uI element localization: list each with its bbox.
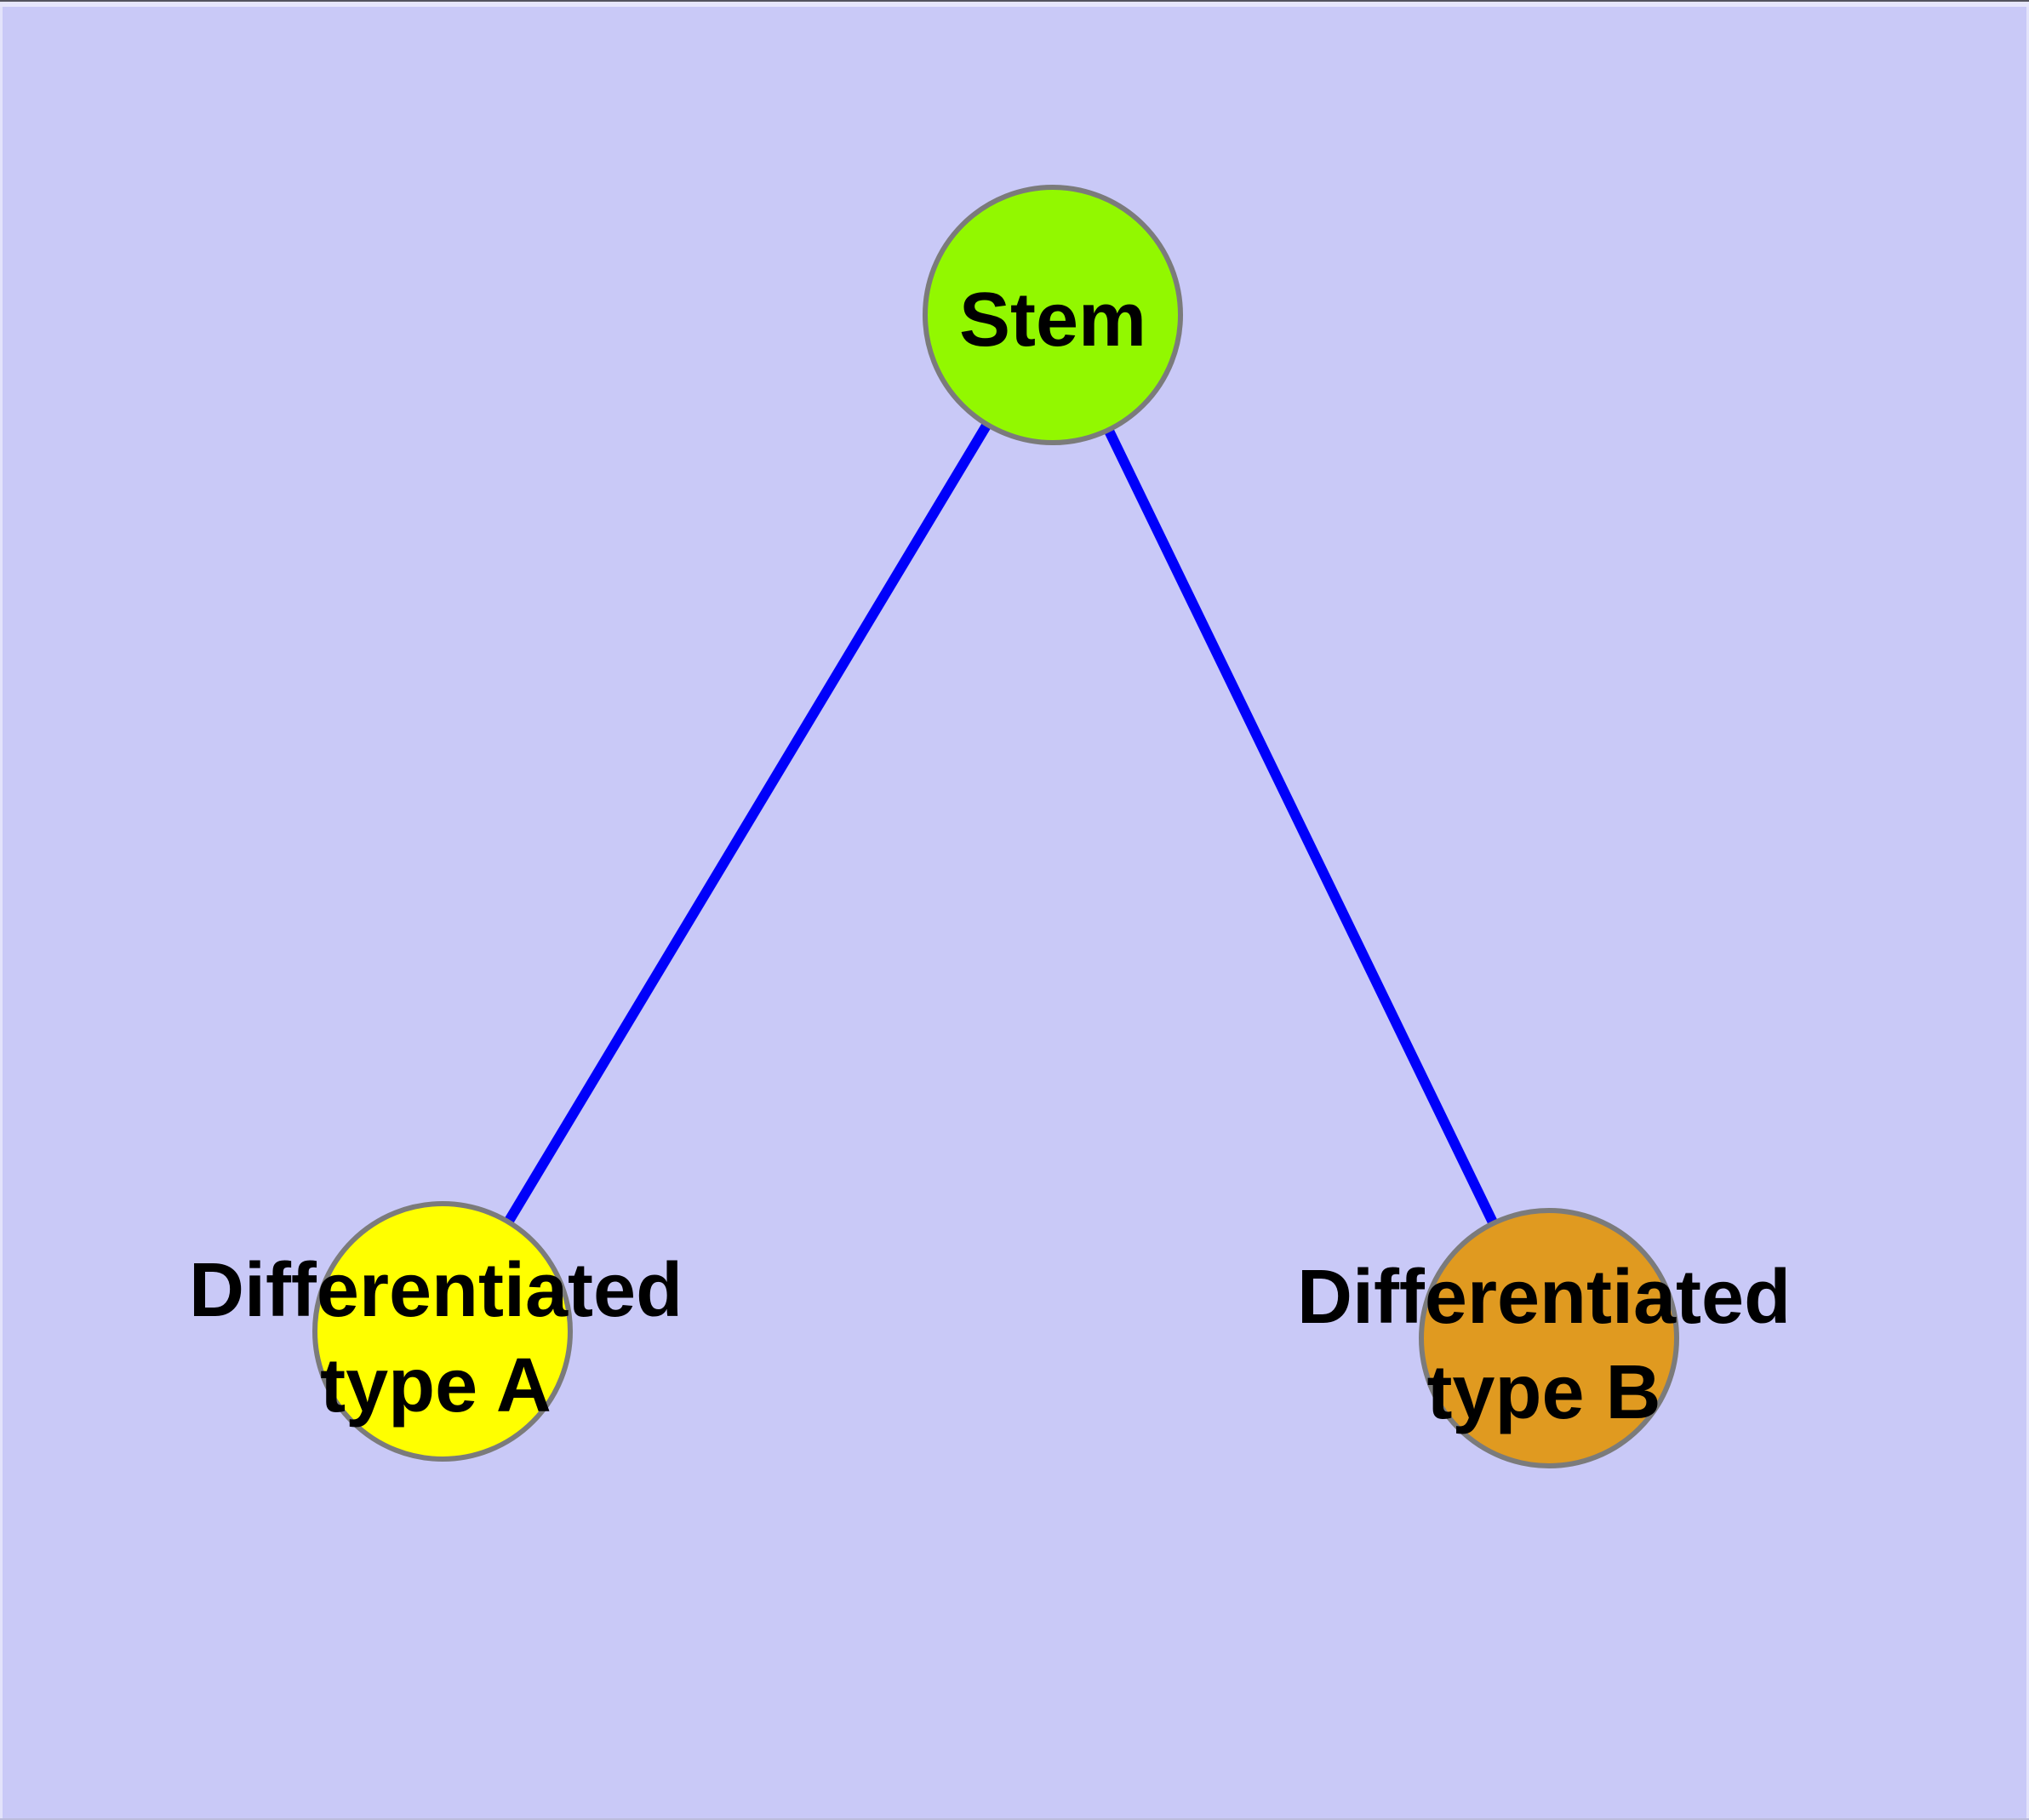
edge-stem-to-type-b [1048, 312, 1554, 1341]
canvas-top-border-line [0, 0, 2029, 2]
node-stem[interactable] [923, 185, 1183, 445]
canvas-right-border-strip [2026, 7, 2029, 1820]
edge-stem-to-type-a [437, 312, 1058, 1335]
node-differentiated-type-b[interactable] [1419, 1208, 1679, 1468]
canvas-bottom-border-line [0, 1818, 2029, 1820]
canvas-top-border-strip [0, 2, 2029, 7]
canvas-left-border-strip [0, 7, 3, 1820]
node-differentiated-type-a[interactable] [312, 1201, 573, 1462]
